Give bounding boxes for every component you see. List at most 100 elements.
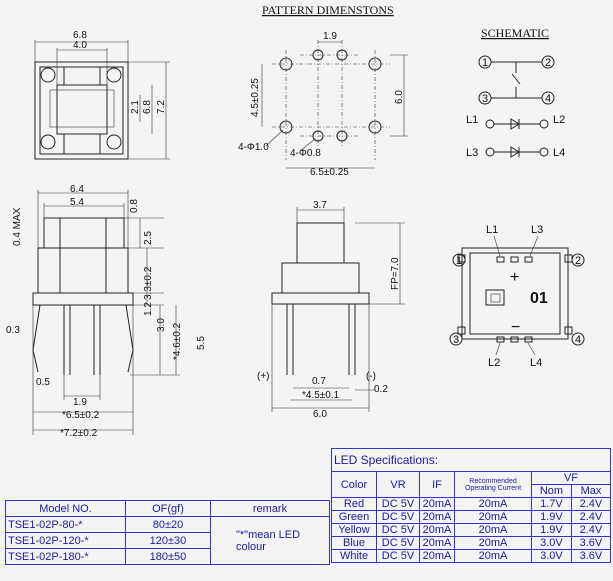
remark-header: remark <box>210 500 330 517</box>
led-row-rec: 20mA <box>454 549 532 563</box>
bottom-pin-4: 4 <box>575 334 581 346</box>
color-header: Color <box>331 471 377 498</box>
model-row-3: TSE1-02P-180-* <box>5 548 126 565</box>
sch-l2: L2 <box>553 114 565 126</box>
led-row-max: 3.6V <box>570 549 612 563</box>
dim-side-6-5: *6.5±0.2 <box>62 410 100 421</box>
sch-pin-3: 3 <box>482 93 488 105</box>
schematic-view <box>478 55 555 158</box>
dim-side-0-5: 0.5 <box>36 377 50 388</box>
pattern-view <box>261 40 408 169</box>
led-row-nom: 1.9V <box>531 523 572 537</box>
bottom-l1: L1 <box>486 224 498 236</box>
led-row-if: 20mA <box>419 536 455 550</box>
dim-top-2-1: 2.1 <box>130 100 141 114</box>
dim-side-6-4: 6.4 <box>70 184 84 195</box>
side-view <box>32 190 180 435</box>
sch-pin-1: 1 <box>482 57 488 69</box>
pattern-title: PATTERN DIMENSTONS <box>262 3 394 17</box>
led-row-max: 2.4V <box>570 523 612 537</box>
led-row-color: Green <box>331 510 377 524</box>
front-minus-label: (-) <box>366 371 376 382</box>
dim-front-0-2: 0.2 <box>374 384 388 395</box>
schematic-title: SCHEMATIC <box>481 26 549 40</box>
dim-side-1-9: 1.9 <box>73 397 87 408</box>
dim-side-7-2: *7.2±0.2 <box>60 428 98 439</box>
dim-front-4-5: *4.5±0.1 <box>302 390 340 401</box>
dim-side-0-8: 0.8 <box>129 199 140 213</box>
dim-front-0-7: 0.7 <box>312 376 326 387</box>
vr-header: VR <box>376 471 420 498</box>
front-view <box>271 207 405 412</box>
dim-front-fp: FP=7.0 <box>390 257 401 290</box>
bottom-l2: L2 <box>488 357 500 369</box>
led-row-rec: 20mA <box>454 523 532 537</box>
led-row-vr: DC 5V <box>376 549 420 563</box>
vf-header: VF <box>531 471 611 485</box>
led-row-vr: DC 5V <box>376 536 420 550</box>
bottom-pin-1: 1 <box>456 255 462 267</box>
led-row-color: Blue <box>331 536 377 550</box>
led-row-if: 20mA <box>419 523 455 537</box>
dim-side-0-4max: 0.4 MAX <box>12 207 23 246</box>
dim-side-4-6: *4.6±0.2 <box>172 322 183 360</box>
dim-front-3-7: 3.7 <box>313 200 327 211</box>
led-row-max: 2.4V <box>570 510 612 524</box>
front-plus-label: (+) <box>257 371 270 382</box>
led-table-title: LED Specifications: <box>331 448 611 472</box>
led-row-vr: DC 5V <box>376 510 420 524</box>
dim-side-2-5: 2.5 <box>143 231 154 245</box>
bottom-plus: + <box>510 269 519 286</box>
dim-side-3-0: 3.0 <box>156 318 167 332</box>
sch-pin-4: 4 <box>545 93 551 105</box>
sch-l1: L1 <box>466 114 478 126</box>
dim-top-4-0: 4.0 <box>73 40 87 51</box>
led-row-max: 2.4V <box>570 497 612 511</box>
led-row-vr: DC 5V <box>376 523 420 537</box>
dim-pat-1-9: 1.9 <box>323 31 337 42</box>
bottom-mark: 01 <box>530 290 548 307</box>
led-row-if: 20mA <box>419 549 455 563</box>
model-table: Model NO. OF(gf) remark TSE1-02P-80-* 80… <box>5 500 330 565</box>
dim-side-0-3: 0.3 <box>6 325 20 336</box>
dim-pat-phi1: 4-Φ1.0 <box>238 142 269 153</box>
led-row-if: 20mA <box>419 497 455 511</box>
bottom-minus: − <box>511 319 520 336</box>
model-header: Model NO. <box>5 500 126 517</box>
dim-pat-6-5: 6.5±0.25 <box>310 167 349 178</box>
if-header: IF <box>419 471 455 498</box>
dim-top-7-2: 7.2 <box>156 100 167 114</box>
vf-max-header: Max <box>570 484 612 498</box>
led-row-if: 20mA <box>419 510 455 524</box>
sch-pin-2: 2 <box>545 57 551 69</box>
model-row-2: TSE1-02P-120-* <box>5 532 126 549</box>
model-row-1: TSE1-02P-80-* <box>5 516 126 533</box>
dim-side-5-4: 5.4 <box>70 197 84 208</box>
dim-top-6-8-v: 6.8 <box>142 100 153 114</box>
of-row-1: 80±20 <box>125 516 211 533</box>
led-row-rec: 20mA <box>454 536 532 550</box>
led-row-color: White <box>331 549 377 563</box>
dim-pat-phi08: 4-Φ0.8 <box>290 148 321 159</box>
sch-l3: L3 <box>466 147 478 159</box>
bottom-l4: L4 <box>530 357 542 369</box>
top-view <box>34 40 170 160</box>
vf-nom-header: Nom <box>531 484 572 498</box>
dim-front-6-0: 6.0 <box>313 409 327 420</box>
rec-current-header: Recommended Operating Current <box>454 471 532 498</box>
dim-pat-4-5: 4.5±0.25 <box>250 78 261 117</box>
dim-pat-6-0: 6.0 <box>394 90 405 104</box>
of-row-2: 120±30 <box>125 532 211 549</box>
dim-side-3-3: 3.3±0.2 <box>143 266 154 300</box>
of-row-3: 180±50 <box>125 548 211 565</box>
bottom-pin-2: 2 <box>575 255 581 267</box>
led-row-max: 3.6V <box>570 536 612 550</box>
bottom-pin-3: 3 <box>453 334 459 346</box>
led-row-color: Red <box>331 497 377 511</box>
sch-l4: L4 <box>553 147 565 159</box>
led-row-nom: 1.7V <box>531 497 572 511</box>
dim-side-1-2: 1.2 <box>143 302 154 316</box>
bottom-view <box>449 235 585 356</box>
led-row-nom: 3.0V <box>531 549 572 563</box>
